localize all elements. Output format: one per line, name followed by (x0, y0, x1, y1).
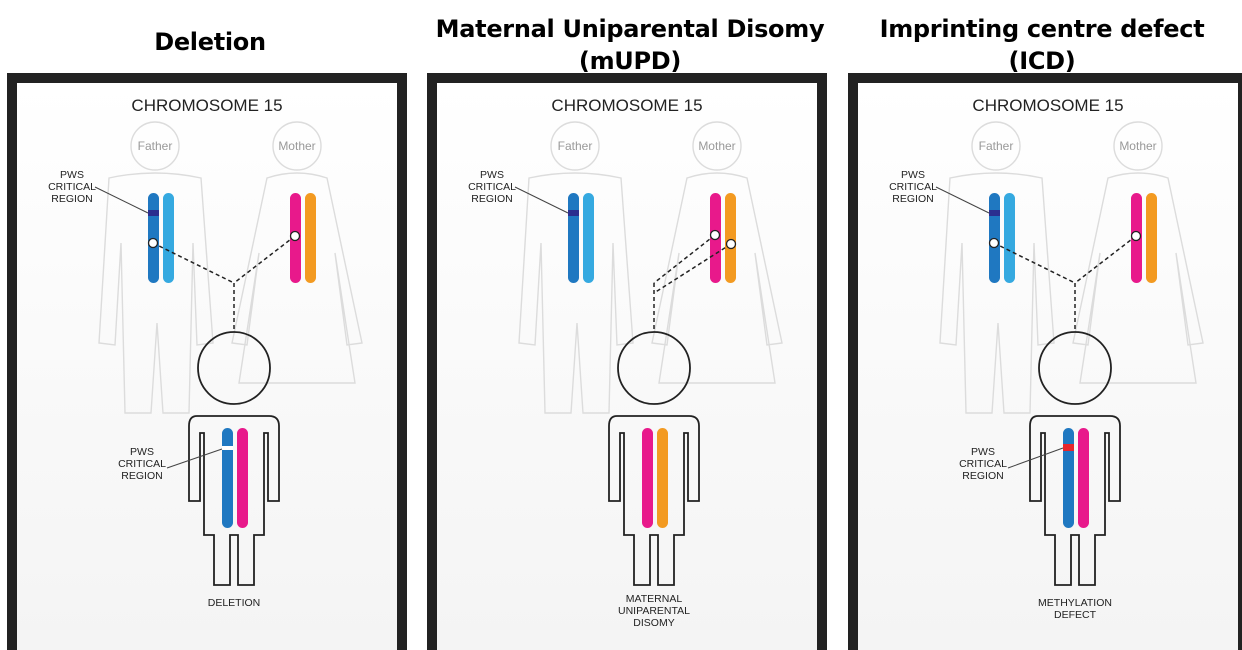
father-label: Father (138, 139, 173, 153)
mother-marker-2 (727, 240, 736, 249)
child-label-line2: CRITICAL (959, 458, 1007, 470)
child-methylation-defect-region (1063, 444, 1074, 451)
parent-label-line3: REGION (51, 193, 92, 205)
mother-label: Mother (278, 139, 315, 153)
father-critical-region (989, 210, 1000, 216)
caption-line2: UNIPARENTAL (618, 605, 690, 617)
child-label-line1: PWS (971, 446, 995, 458)
parent-label-line2: CRITICAL (889, 181, 937, 193)
mother-marker (1132, 232, 1141, 241)
heading-mupd: Maternal Uniparental Disomy (mUPD) (420, 13, 840, 77)
caption-line1: MATERNAL (626, 593, 683, 605)
parent-label-line2: CRITICAL (48, 181, 96, 193)
child-label-line3: REGION (962, 470, 1003, 482)
mupd-diagram: CHROMOSOME 15 Father Mother PWS CRITICAL… (437, 83, 817, 650)
caption-line2: DEFECT (1054, 609, 1097, 621)
caption-line1: METHYLATION (1038, 597, 1112, 609)
child-label-line3: REGION (121, 470, 162, 482)
parent-label-line1: PWS (901, 169, 925, 181)
father-chromosome-2 (583, 193, 594, 283)
mother-chromosome-2 (1146, 193, 1157, 283)
father-marker (149, 239, 158, 248)
panel-icd: CHROMOSOME 15 Father Mother PWS CRITICAL… (848, 73, 1242, 650)
mother-chromosome-2 (725, 193, 736, 283)
father-marker (990, 239, 999, 248)
heading-line1: Maternal Uniparental Disomy (420, 13, 840, 45)
deletion-diagram: CHROMOSOME 15 Father Mother PWS CRITICAL… (17, 83, 397, 650)
mother-label: Mother (1119, 139, 1156, 153)
child-label-line1: PWS (130, 446, 154, 458)
panel-mupd: CHROMOSOME 15 Father Mother PWS CRITICAL… (427, 73, 827, 650)
panel-title: CHROMOSOME 15 (551, 96, 702, 115)
child-deleted-region (222, 446, 233, 450)
caption-line3: DISOMY (633, 617, 674, 629)
parent-label-line1: PWS (480, 169, 504, 181)
father-critical-region (568, 210, 579, 216)
heading-line1: Imprinting centre defect (842, 13, 1242, 45)
panel-title: CHROMOSOME 15 (972, 96, 1123, 115)
father-chromosome-1 (568, 193, 579, 283)
heading-deletion: Deletion (10, 26, 410, 58)
child-maternal-chromosome-2 (657, 428, 668, 528)
mother-label: Mother (698, 139, 735, 153)
icd-diagram: CHROMOSOME 15 Father Mother PWS CRITICAL… (858, 83, 1238, 650)
panel-deletion: CHROMOSOME 15 Father Mother PWS CRITICAL… (7, 73, 407, 650)
heading-line1: Deletion (10, 26, 410, 58)
caption-line1: DELETION (208, 597, 261, 609)
parent-label-line2: CRITICAL (468, 181, 516, 193)
child-maternal-chromosome (1078, 428, 1089, 528)
heading-icd: Imprinting centre defect (ICD) (842, 13, 1242, 77)
father-label: Father (558, 139, 593, 153)
child-maternal-chromosome (237, 428, 248, 528)
parent-label-line3: REGION (892, 193, 933, 205)
father-critical-region (148, 210, 159, 216)
mother-marker-1 (711, 231, 720, 240)
parent-label-line3: REGION (471, 193, 512, 205)
child-paternal-chromosome (222, 428, 233, 528)
panel-title: CHROMOSOME 15 (131, 96, 282, 115)
child-label-line2: CRITICAL (118, 458, 166, 470)
parent-label-line1: PWS (60, 169, 84, 181)
child-paternal-chromosome (1063, 428, 1074, 528)
mother-chromosome-2 (305, 193, 316, 283)
father-chromosome-2 (163, 193, 174, 283)
mother-marker (291, 232, 300, 241)
father-chromosome-2 (1004, 193, 1015, 283)
father-label: Father (979, 139, 1014, 153)
child-maternal-chromosome-1 (642, 428, 653, 528)
